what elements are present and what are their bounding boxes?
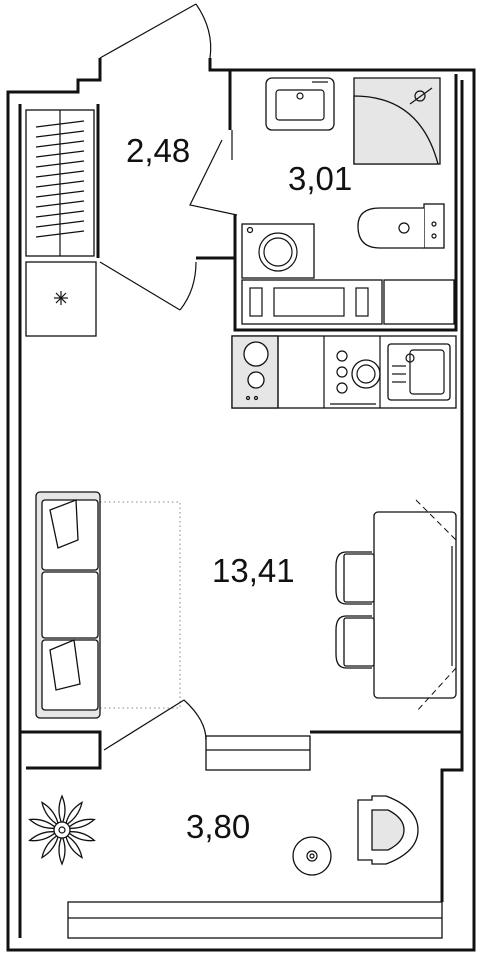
hanger bbox=[35, 190, 85, 198]
plant-icon bbox=[28, 794, 96, 866]
sofa bbox=[35, 491, 181, 719]
hanger bbox=[35, 130, 85, 138]
room-area-hall: 2,48 bbox=[126, 132, 191, 169]
hanger bbox=[35, 150, 85, 158]
entry-door bbox=[99, 3, 212, 59]
hanger bbox=[35, 140, 85, 148]
hanger bbox=[35, 170, 85, 178]
room-area-bathroom: 3,01 bbox=[288, 160, 353, 197]
hall-walls bbox=[96, 70, 238, 311]
side-table bbox=[292, 836, 332, 876]
room-area-living: 13,41 bbox=[212, 552, 295, 589]
plant-leaf bbox=[66, 818, 96, 829]
kitchen bbox=[231, 335, 457, 409]
plant-leaf bbox=[64, 801, 83, 827]
hanger bbox=[35, 210, 85, 218]
plant-leaf bbox=[66, 831, 96, 842]
hanger bbox=[35, 160, 85, 168]
hanger bbox=[35, 200, 85, 208]
hanger bbox=[35, 220, 85, 228]
plant-leaf bbox=[64, 833, 83, 859]
hanger bbox=[35, 180, 85, 188]
balcony-wall bbox=[20, 699, 464, 939]
sun-icon bbox=[54, 291, 68, 305]
armchair bbox=[357, 795, 419, 865]
plant-leaf bbox=[58, 834, 66, 866]
plant-leaf bbox=[58, 794, 66, 826]
plant-leaf bbox=[28, 831, 58, 842]
plant-leaf bbox=[41, 801, 60, 827]
bathroom bbox=[233, 74, 458, 332]
plant-leaf bbox=[28, 818, 58, 829]
room-area-balcony: 3,80 bbox=[186, 808, 251, 845]
exterior-walls bbox=[6, 58, 476, 952]
wardrobe bbox=[25, 109, 95, 257]
plant-leaf bbox=[41, 833, 60, 859]
utility-niche bbox=[25, 261, 97, 337]
dining-set bbox=[335, 499, 457, 713]
hanger bbox=[35, 120, 85, 128]
hanger bbox=[35, 230, 85, 238]
